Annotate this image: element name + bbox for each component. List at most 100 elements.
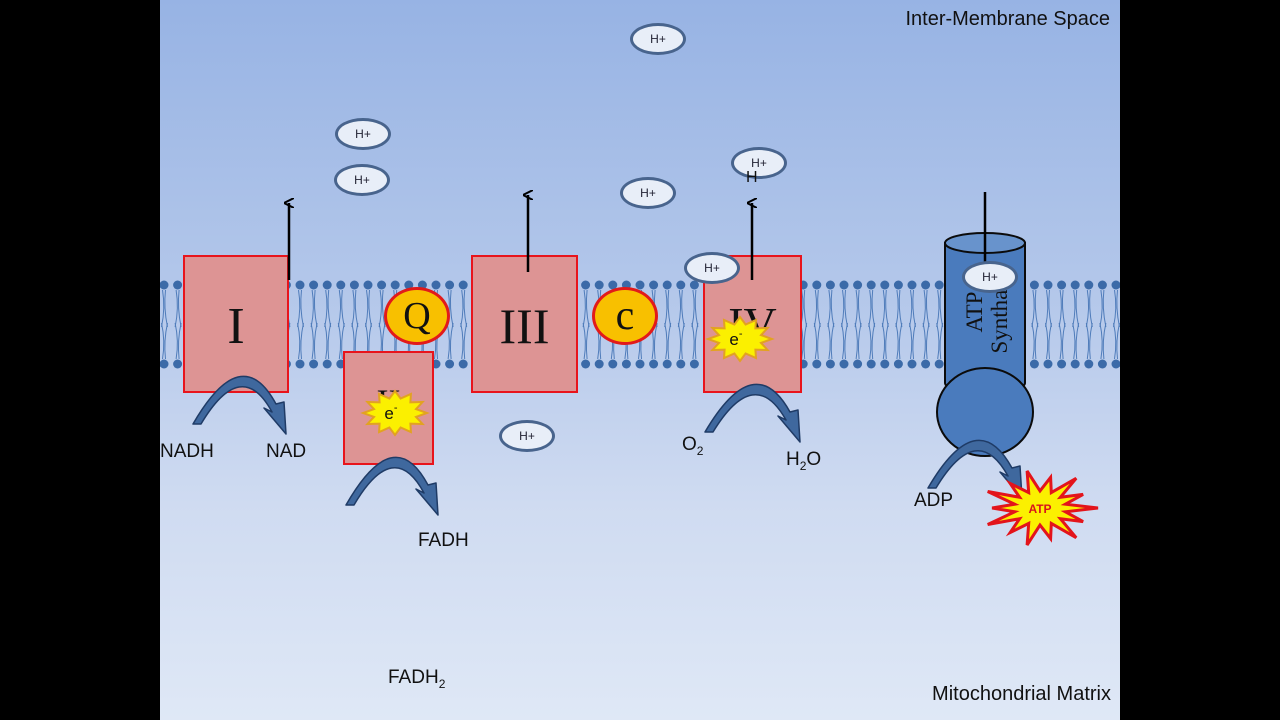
lipid-head: [825, 359, 835, 369]
lipid-tail: [1102, 322, 1107, 360]
lipid-tail: [871, 322, 876, 360]
label-nadh: NADH: [160, 441, 214, 462]
lipid-tail: [1061, 322, 1066, 360]
lipid-head: [431, 280, 441, 290]
lipid-head: [676, 280, 686, 290]
curved-arrow-adp-to-atp: [927, 439, 1023, 499]
label-mitochondrial-matrix: Mitochondrial Matrix: [932, 683, 1111, 705]
lipid-tail: [177, 322, 182, 360]
label-fadh: FADH: [418, 530, 469, 551]
lipid-head: [839, 280, 849, 290]
lipid-head: [1057, 280, 1067, 290]
lipid-tail: [909, 322, 913, 360]
lipid-tail: [939, 322, 944, 360]
lipid-tail: [813, 322, 818, 360]
lipid-tail: [936, 322, 940, 360]
lipid-head: [322, 280, 332, 290]
lipid-head: [812, 280, 822, 290]
lipid-tail: [463, 322, 468, 360]
lipid-head: [839, 359, 849, 369]
proton-ion: H+: [684, 252, 740, 284]
lipid-tail: [664, 322, 668, 360]
label-adp: ADP: [914, 490, 954, 511]
lipid-head: [160, 280, 169, 290]
lipid-tail: [830, 322, 835, 360]
complex-iii: III: [471, 255, 578, 393]
lipid-head: [173, 280, 183, 290]
lipid-head: [866, 280, 876, 290]
electron-superscript: -: [394, 402, 398, 414]
lipid-head: [907, 280, 917, 290]
lipid-tail: [1048, 322, 1052, 360]
lipid-head: [1070, 280, 1080, 290]
lipid-head: [309, 280, 319, 290]
lipid-tail: [324, 322, 328, 360]
lipid-head: [581, 359, 591, 369]
proton-ion: H+: [620, 177, 676, 209]
lipid-head: [390, 280, 400, 290]
atp-synthase: ATP Synthase: [936, 192, 1034, 457]
lipid-head: [853, 359, 863, 369]
complex-iii-label: III: [499, 298, 550, 354]
lipid-tail: [1085, 322, 1090, 360]
lipid-head: [649, 359, 659, 369]
atp-burst-text: ATP: [1028, 502, 1051, 516]
proton-ion-label: H+: [640, 186, 656, 200]
lipid-tail: [1045, 322, 1049, 360]
lipid-head: [921, 280, 931, 290]
complex-i-label: I: [227, 298, 245, 355]
reaction-arrows: [192, 375, 1023, 516]
lipid-head: [336, 280, 346, 290]
proton-ion: H+: [731, 147, 787, 179]
lipid-head: [1084, 359, 1094, 369]
lipid-head: [1043, 359, 1053, 369]
proton-ion: H+: [962, 261, 1018, 293]
lipid-tail: [857, 322, 862, 360]
diagram-shapes: ATP Synthase e-e- ATP: [192, 0, 1099, 546]
atp-burst-shape: [987, 470, 1099, 546]
lipid-head: [458, 280, 468, 290]
lipid-head: [594, 359, 604, 369]
proton-ion-label: H+: [519, 429, 535, 443]
electron-burst: [360, 389, 430, 437]
lipid-tail: [844, 322, 848, 360]
lipid-tail: [582, 322, 586, 360]
proton-ion-label: H+: [982, 270, 998, 284]
lipid-tail: [1116, 322, 1120, 360]
proton-ion: H+: [499, 420, 555, 452]
partial-h-label: H: [746, 171, 758, 184]
lipid-tail: [1089, 322, 1093, 360]
lipid-tail: [164, 322, 168, 360]
lipid-head: [377, 280, 387, 290]
c-label: c: [615, 293, 635, 339]
lipid-tail: [460, 322, 464, 360]
lipid-head: [662, 280, 672, 290]
lipid-tail: [341, 322, 345, 360]
proton-ion: H+: [334, 164, 390, 196]
curved-arrow-o2-to-h2o: [704, 383, 801, 443]
lipid-head: [934, 280, 944, 290]
lipid-tail: [841, 322, 845, 360]
lipid-head: [907, 359, 917, 369]
lipid-head: [893, 359, 903, 369]
atp-burst: ATP: [987, 470, 1099, 546]
lipid-head: [921, 359, 931, 369]
lipid-tail: [854, 322, 858, 360]
lipid-head: [349, 280, 359, 290]
proton-ion: H+: [630, 23, 686, 55]
proton-ion-label: H+: [354, 173, 370, 187]
lipid-head: [295, 280, 305, 290]
lipid-tail: [653, 322, 658, 360]
lipid-head: [363, 280, 373, 290]
lipid-tail: [667, 322, 672, 360]
lipid-head: [458, 359, 468, 369]
fadh2-text: FADH: [388, 667, 439, 688]
lipid-head: [295, 359, 305, 369]
lipid-head: [1029, 359, 1039, 369]
lipid-head: [934, 359, 944, 369]
label-inter-membrane-space: Inter-Membrane Space: [905, 8, 1110, 30]
electrons: e-e-: [360, 315, 775, 437]
proton-ion-label: H+: [704, 261, 720, 275]
proton-ion-label: H+: [355, 127, 371, 141]
lipid-head: [893, 280, 903, 290]
